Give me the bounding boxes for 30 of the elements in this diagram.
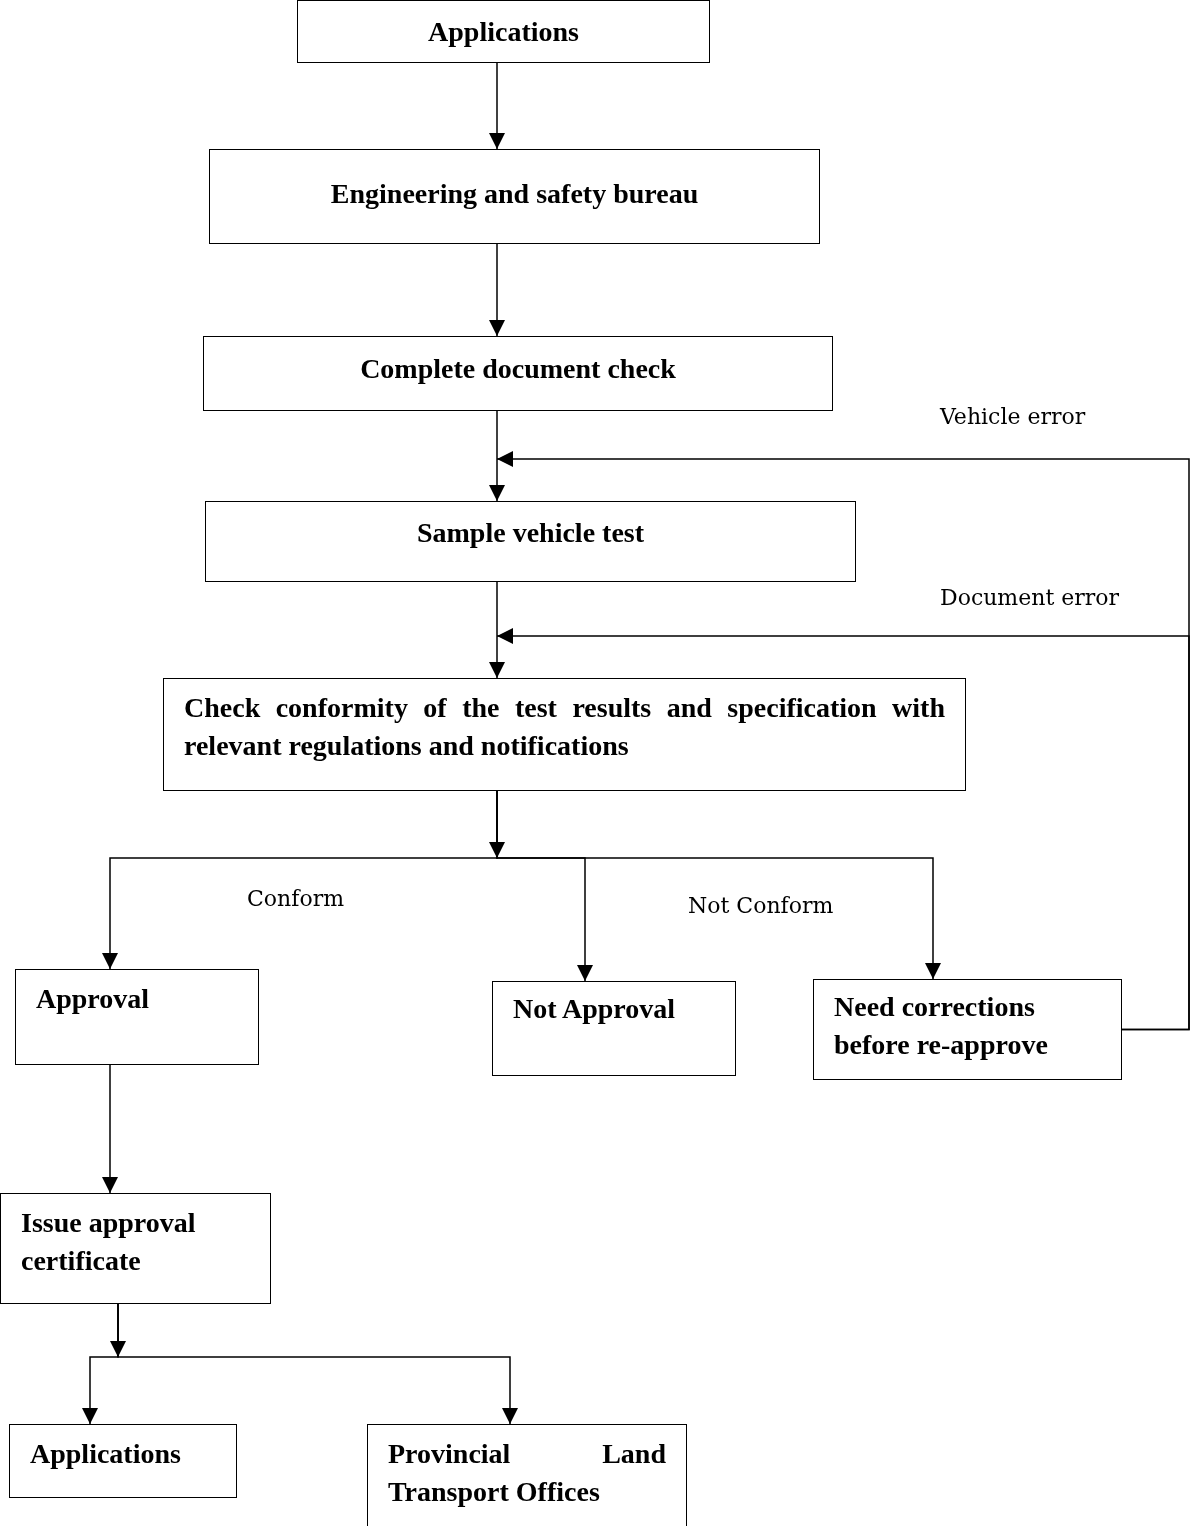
node-text: Applications <box>428 14 579 49</box>
process-box <box>367 1424 687 1526</box>
node-text: Not Approval <box>513 992 676 1026</box>
process-box <box>15 969 259 1065</box>
process-box <box>205 501 856 582</box>
process-box <box>9 1424 237 1498</box>
node-text: Check conformity of the test results and specification with relevant regulations and notifications <box>184 691 945 763</box>
node-text: Provincial Land Transport Offices <box>388 1437 666 1509</box>
node-text: Sample vehicle test <box>416 515 645 550</box>
arrow <box>496 628 1190 1031</box>
arrow <box>489 410 505 502</box>
process-box <box>492 981 736 1076</box>
arrow <box>489 581 505 679</box>
node-text: Engineering and safety bureau <box>330 176 699 211</box>
node-text: Complete document check <box>360 351 676 386</box>
process-box <box>813 979 1122 1080</box>
arrow <box>489 243 505 337</box>
process-box <box>0 1193 271 1304</box>
node-text: Need corrections before re-approve <box>834 990 1049 1062</box>
process-box <box>203 336 833 411</box>
node-text: Issue approval certificate <box>21 1206 197 1278</box>
arrow <box>489 62 505 150</box>
process-box <box>209 149 820 244</box>
node-text: Approval <box>36 982 150 1016</box>
node-text: Applications <box>30 1437 181 1471</box>
arrow <box>117 1303 518 1425</box>
arrow <box>496 790 941 980</box>
process-box <box>297 0 710 63</box>
arrow <box>102 1064 118 1194</box>
process-box <box>163 678 966 791</box>
